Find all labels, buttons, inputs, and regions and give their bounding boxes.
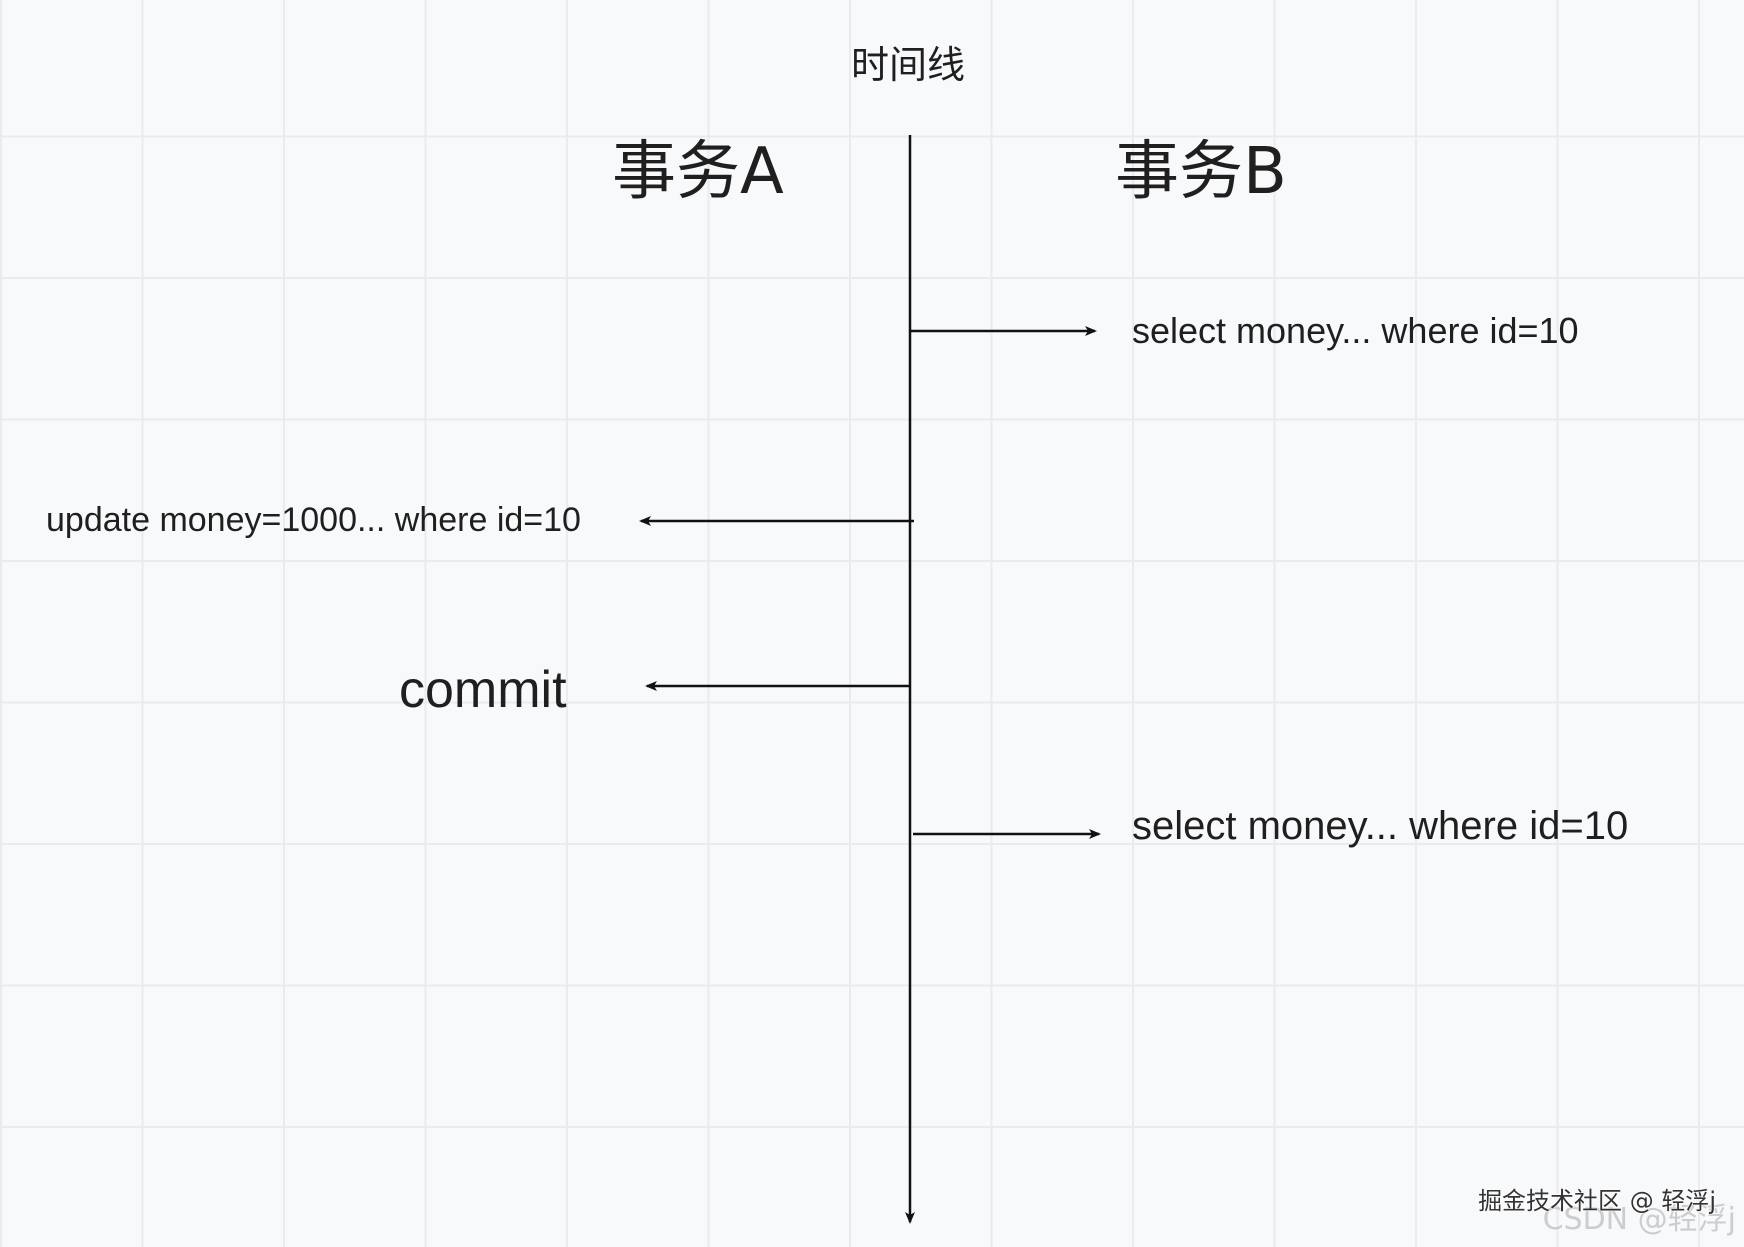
transaction-a-heading: 事务A (612, 135, 784, 209)
step-2-statement: update money=1000... where id=10 (46, 501, 581, 539)
transaction-b-heading: 事务B (1115, 135, 1287, 209)
step-1-statement: select money... where id=10 (1132, 310, 1579, 351)
step-3-statement: commit (399, 661, 567, 719)
csdn-watermark: CSDN @轻浮j (1542, 1202, 1736, 1237)
timeline-title: 时间线 (851, 43, 966, 87)
step-4-statement: select money... where id=10 (1132, 804, 1629, 848)
community-watermark: 掘金技术社区 @ 轻浮j (1478, 1187, 1716, 1215)
